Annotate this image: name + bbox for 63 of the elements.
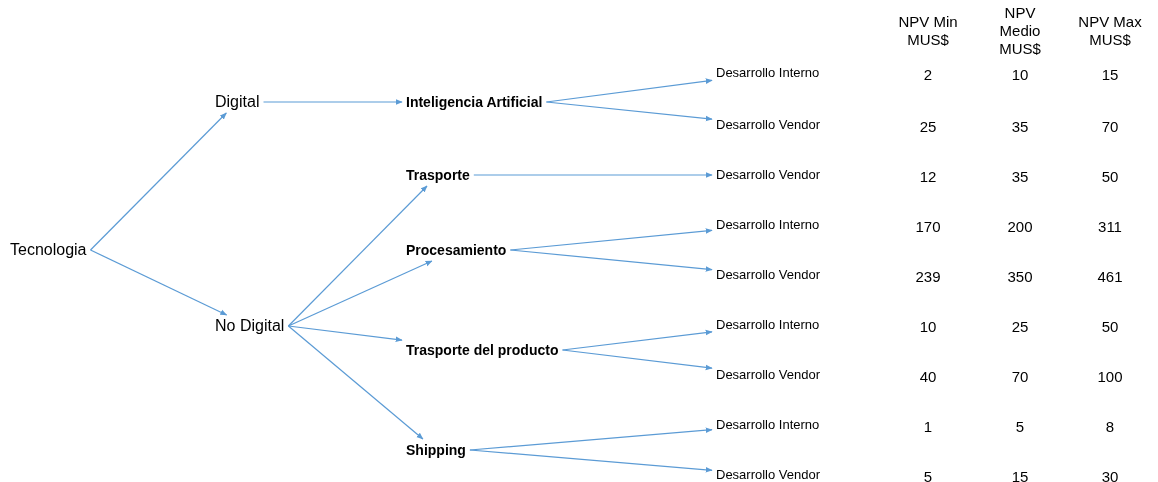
table-value: 461: [1097, 268, 1123, 286]
node-label: Inteligencia Artificial: [406, 93, 543, 111]
table-value: 35: [1011, 118, 1029, 136]
arrow: [473, 172, 713, 178]
arrow: [545, 78, 713, 103]
table-value: 70: [1011, 368, 1029, 386]
node-label: Trasporte del producto: [406, 341, 559, 359]
table-value: 5: [923, 468, 933, 482]
option-label: Desarrollo Vendor: [716, 166, 821, 184]
node-label: Digital: [215, 93, 260, 111]
table-value: 170: [915, 218, 941, 236]
node-label: No Digital: [215, 317, 285, 335]
node-label: Trasporte: [406, 166, 470, 184]
table-value: 12: [919, 168, 937, 186]
option-label: Desarrollo Interno: [716, 216, 820, 234]
node-label: Shipping: [406, 441, 466, 459]
node-label: Tecnologia: [10, 241, 87, 259]
table-value: 25: [1011, 318, 1029, 336]
column-header: NPV Medio MUS$: [998, 4, 1042, 58]
arrow: [89, 112, 227, 251]
node-label: Procesamiento: [406, 241, 507, 259]
table-value: 311: [1098, 218, 1122, 236]
arrow: [509, 249, 713, 272]
table-value: 50: [1101, 168, 1119, 186]
table-value: 10: [1011, 66, 1029, 84]
table-value: 1: [923, 418, 933, 436]
arrow: [545, 101, 713, 122]
option-label: Desarrollo Interno: [716, 64, 820, 82]
table-value: 25: [919, 118, 937, 136]
table-value: 15: [1101, 66, 1119, 84]
table-value: 70: [1101, 118, 1119, 136]
arrow: [287, 325, 403, 343]
arrow: [287, 325, 424, 440]
table-value: 239: [915, 268, 941, 286]
arrow: [561, 329, 713, 351]
table-value: 40: [919, 368, 937, 386]
arrow: [469, 449, 713, 473]
arrow: [287, 185, 428, 327]
column-header: NPV Max MUS$: [1077, 13, 1143, 49]
table-value: 35: [1011, 168, 1029, 186]
table-value: 100: [1097, 368, 1123, 386]
table-value: 350: [1007, 268, 1033, 286]
arrow: [89, 249, 228, 316]
arrow: [509, 228, 713, 251]
table-value: 8: [1105, 418, 1115, 436]
arrow: [262, 99, 403, 105]
table-value: 30: [1101, 468, 1119, 482]
arrow: [469, 427, 713, 451]
column-header: NPV Min MUS$: [897, 13, 959, 49]
table-value: 2: [923, 66, 933, 84]
option-label: Desarrollo Vendor: [716, 466, 821, 482]
option-label: Desarrollo Interno: [716, 416, 820, 434]
option-label: Desarrollo Interno: [716, 316, 820, 334]
option-label: Desarrollo Vendor: [716, 116, 821, 134]
option-label: Desarrollo Vendor: [716, 366, 821, 384]
table-value: 5: [1015, 418, 1025, 436]
table-value: 10: [919, 318, 937, 336]
arrow: [287, 260, 433, 327]
table-value: 50: [1101, 318, 1119, 336]
option-label: Desarrollo Vendor: [716, 266, 821, 284]
table-value: 200: [1007, 218, 1033, 236]
arrow: [561, 349, 713, 371]
table-value: 15: [1011, 468, 1029, 482]
